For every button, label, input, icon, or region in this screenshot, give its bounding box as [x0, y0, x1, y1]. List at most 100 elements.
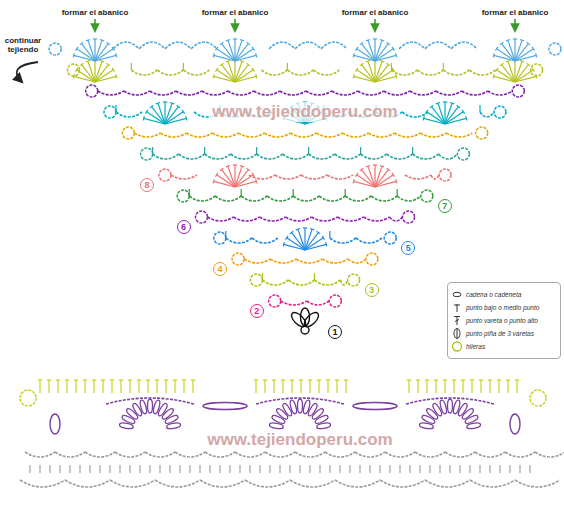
short-stitch	[499, 465, 500, 473]
tall-stitch	[222, 170, 235, 187]
chain-stitch	[330, 238, 356, 243]
short-stitch	[119, 465, 120, 473]
stitch-top	[101, 379, 105, 380]
stitch-top	[252, 47, 254, 51]
short-stitch	[329, 231, 330, 238]
stitch-top	[215, 68, 217, 72]
legend-symbol	[451, 328, 463, 339]
tall-stitch	[282, 380, 283, 393]
chain-stitch	[160, 133, 186, 137]
stitch-top	[387, 63, 390, 66]
stitch-top	[220, 42, 223, 45]
row-number: 5	[401, 241, 415, 255]
chain-stitch	[475, 452, 505, 457]
chain-stitch	[287, 70, 313, 75]
stitch-top	[73, 53, 74, 57]
chain-stitch	[175, 452, 205, 457]
stitch-top	[116, 74, 117, 78]
short-stitch	[479, 105, 480, 112]
stitch-top	[146, 379, 150, 380]
row-number: 3	[365, 283, 379, 297]
short-stitch	[360, 147, 361, 154]
tall-stitch	[375, 166, 382, 187]
tall-stitch	[327, 380, 328, 393]
short-stitch	[159, 465, 160, 473]
tall-stitch	[375, 55, 396, 61]
chain-stitch	[189, 196, 215, 201]
tall-stitch	[374, 165, 375, 187]
tall-stitch	[264, 380, 265, 393]
dc-symbol	[454, 316, 460, 317]
stitch-top	[145, 110, 147, 114]
tall-stitch	[228, 40, 235, 61]
chain-stitch	[252, 238, 278, 243]
tall-stitch	[228, 61, 235, 82]
chain-stitch	[205, 452, 235, 457]
stitch-top	[353, 53, 354, 57]
legend-symbol	[451, 341, 463, 352]
stitch-top	[100, 39, 104, 40]
tall-stitch	[94, 60, 95, 82]
continue-arrow	[17, 62, 38, 82]
turning-chain	[177, 190, 189, 202]
legend-symbol	[451, 315, 463, 326]
tall-stitch	[156, 380, 157, 393]
stitch-top	[532, 47, 534, 51]
stitch-top	[182, 379, 186, 380]
stitch-top	[170, 102, 174, 103]
short-stitch	[439, 465, 440, 473]
stitch-top	[430, 105, 433, 108]
tall-stitch	[374, 39, 375, 61]
stitch-top	[527, 42, 530, 45]
tall-stitch	[375, 40, 382, 61]
stitch-top	[56, 379, 60, 380]
dc-symbol	[455, 320, 459, 322]
short-stitch	[256, 147, 257, 154]
stitch-top	[143, 116, 144, 120]
stitch-top	[513, 38, 517, 39]
tall-stitch	[345, 380, 346, 393]
tall-stitch	[502, 44, 515, 61]
chain-stitch	[321, 42, 347, 49]
chain-symbol	[453, 292, 461, 296]
chain-stitch	[451, 42, 477, 49]
tall-stitch	[291, 380, 292, 393]
short-stitch	[152, 147, 153, 154]
stitch-top	[520, 39, 524, 40]
short-stitch	[339, 465, 340, 473]
stitch-top	[186, 116, 187, 120]
chain-stitch	[314, 280, 340, 285]
short-stitch	[509, 465, 510, 473]
short-stitch	[359, 465, 360, 473]
chain-stitch	[265, 452, 295, 457]
stitch-top	[360, 168, 363, 171]
row-4	[232, 253, 378, 265]
chain-stitch	[319, 196, 345, 201]
stitch-top	[355, 68, 357, 72]
tall-stitch	[471, 380, 472, 393]
tall-stitch	[453, 380, 454, 393]
short-stitch	[169, 465, 170, 473]
stitch-top	[532, 68, 534, 72]
stitch-top	[240, 60, 244, 61]
long-chain	[203, 403, 247, 410]
stitch-top	[256, 179, 257, 183]
tall-stitch	[287, 238, 305, 250]
chain-stitch	[186, 133, 212, 137]
fan-arrow	[94, 19, 96, 31]
tall-stitch	[445, 103, 452, 124]
chain-stitch	[290, 480, 335, 487]
short-stitch	[189, 189, 190, 196]
fan-arrow	[374, 19, 376, 31]
chain-stitch	[332, 91, 358, 95]
chain-stitch	[234, 217, 260, 221]
chain-stitch	[238, 133, 264, 137]
chain-stitch	[155, 480, 200, 487]
chain-stitch	[85, 452, 115, 457]
stitch-top	[344, 379, 348, 380]
tall-stitch	[88, 40, 95, 61]
tall-stitch	[165, 380, 166, 393]
chain-stitch	[515, 480, 560, 487]
chain-stitch	[301, 175, 327, 179]
stitch-top	[73, 74, 74, 78]
